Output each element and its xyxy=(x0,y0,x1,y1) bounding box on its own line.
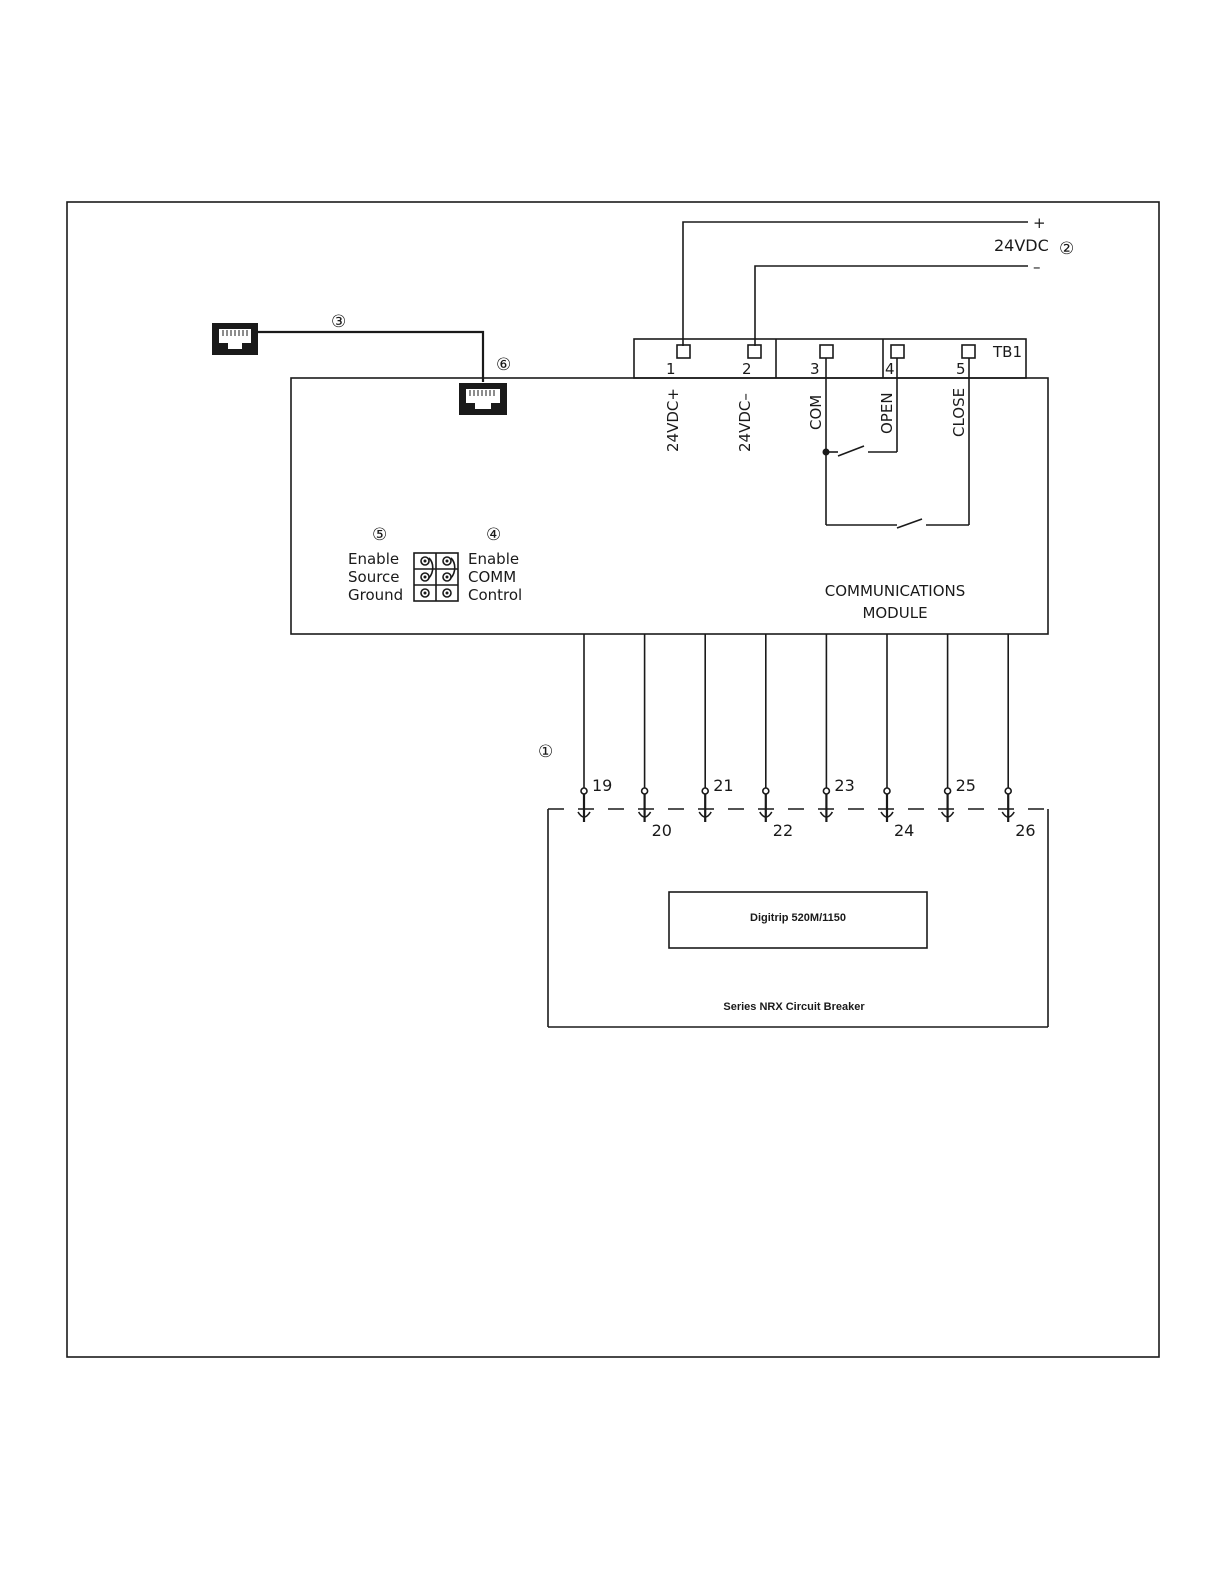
open-contact-switch xyxy=(838,446,864,456)
pin-21-wire xyxy=(699,634,711,822)
terminal-4-number: 4 xyxy=(885,360,895,378)
jumper-left-line2: Source xyxy=(348,568,400,586)
terminal-5-label: CLOSE xyxy=(950,388,968,437)
terminal-2-screw xyxy=(748,345,761,358)
pin-label-19: 19 xyxy=(592,776,612,795)
module-label-line2: MODULE xyxy=(862,604,927,622)
external-rj45-connector-icon xyxy=(212,323,258,355)
module-label-line1: COMMUNICATIONS xyxy=(825,582,966,600)
terminal-4-screw xyxy=(891,345,904,358)
network-cable xyxy=(258,332,483,382)
pin-label-22: 22 xyxy=(773,821,793,840)
terminal-3-screw xyxy=(820,345,833,358)
wire-harness xyxy=(578,634,1014,822)
module-rj45-jack-icon xyxy=(459,383,507,415)
pin-24-wire xyxy=(881,634,893,822)
callout-5: ⑤ xyxy=(372,525,387,545)
terminal-3-label: COM xyxy=(807,395,825,430)
pin-20-wire xyxy=(639,634,651,822)
close-contact-switch xyxy=(897,519,922,528)
pin-label-23: 23 xyxy=(834,776,854,795)
terminal-2-label: 24VDC– xyxy=(736,393,754,452)
terminal-1-number: 1 xyxy=(666,360,676,378)
terminal-1-label: 24VDC+ xyxy=(664,388,682,452)
terminal-block xyxy=(634,339,1026,378)
breaker-pin-labels: 19 20 21 22 23 24 25 26 xyxy=(592,776,1036,840)
terminal-2-number: 2 xyxy=(742,360,752,378)
pin-label-21: 21 xyxy=(713,776,733,795)
callout-2: ② xyxy=(1059,239,1074,259)
jumper-left-line1: Enable xyxy=(348,550,399,568)
pin-label-25: 25 xyxy=(956,776,976,795)
pin-19-wire xyxy=(578,634,590,822)
contact-wiring xyxy=(823,358,970,528)
supply-wires xyxy=(683,222,1028,346)
callout-3: ③ xyxy=(331,312,346,332)
supply-minus-label: – xyxy=(1033,258,1041,276)
jumper-left-line3: Ground xyxy=(348,586,403,604)
supply-plus-label: + xyxy=(1033,214,1046,232)
trip-unit-label: Digitrip 520M/1150 xyxy=(750,912,846,924)
jumper-right-line1: Enable xyxy=(468,550,519,568)
pin-label-20: 20 xyxy=(652,821,672,840)
terminal-1-screw xyxy=(677,345,690,358)
terminal-block-name: TB1 xyxy=(992,343,1022,361)
breaker-label: Series NRX Circuit Breaker xyxy=(723,1001,865,1013)
pin-23-wire xyxy=(820,634,832,822)
callout-6: ⑥ xyxy=(496,355,511,375)
terminal-4-label: OPEN xyxy=(878,392,896,434)
supply-voltage-label: 24VDC xyxy=(994,236,1049,255)
jumper-right-line3: Control xyxy=(468,586,522,604)
outer-frame xyxy=(67,202,1159,1357)
pin-22-wire xyxy=(760,634,772,822)
pin-label-26: 26 xyxy=(1015,821,1035,840)
callout-1: ① xyxy=(538,742,553,762)
pin-25-wire xyxy=(942,634,954,822)
terminal-5-number: 5 xyxy=(956,360,966,378)
terminal-3-number: 3 xyxy=(810,360,820,378)
pin-label-24: 24 xyxy=(894,821,914,840)
jumper-right-line2: COMM xyxy=(468,568,516,586)
jumper-header xyxy=(414,553,458,601)
pin-26-wire xyxy=(1002,634,1014,822)
callout-4: ④ xyxy=(486,525,501,545)
terminal-5-screw xyxy=(962,345,975,358)
